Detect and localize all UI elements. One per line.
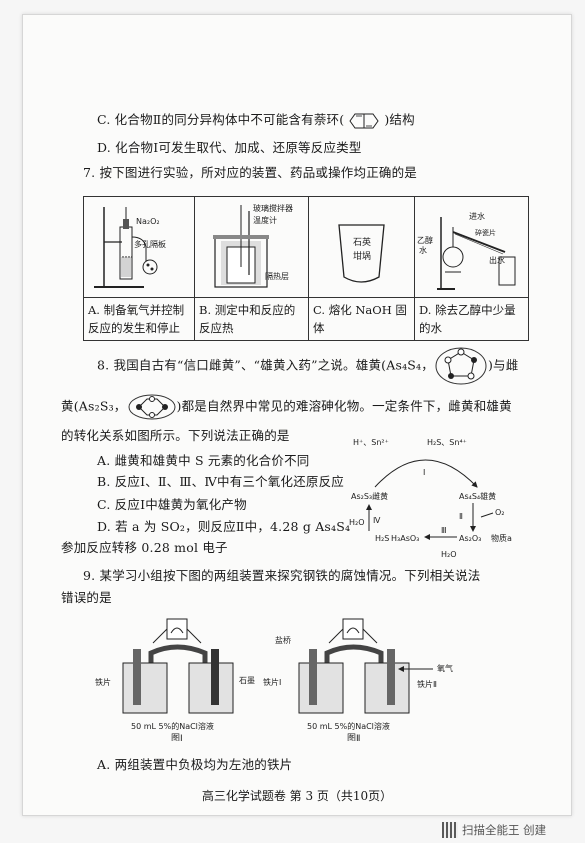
diag-reaction-1: Ⅰ: [423, 468, 425, 477]
apparatus-a-figure: Na₂O₂ 多孔隔板: [84, 197, 194, 297]
fig2-oxygen-label: 氧气: [437, 663, 453, 673]
naphthalene-icon: [349, 113, 379, 128]
fig1-caption: 图Ⅰ: [171, 733, 183, 741]
label-porcelain-chips: 碎瓷片: [475, 228, 496, 237]
diag-h2s: H₂S: [375, 534, 389, 543]
fig1-solution-label: 50 mL 5%的NaCl溶液: [131, 721, 214, 731]
fig1-iron-label: 铁片: [95, 677, 111, 687]
conversion-diagram: H⁺、Sn²⁺ H₂S、Sn⁴⁺ Ⅰ As₂S₃雌黄 As₄S₄雄黄 O₂ Ⅱ …: [349, 438, 512, 559]
diag-reaction-3: Ⅲ: [441, 526, 447, 535]
q9-option-a: A. 两组装置中负极均为左池的铁片: [97, 757, 293, 772]
fig2-iron1-label: 铁片Ⅰ: [263, 677, 281, 687]
q7-option-d: D. 除去乙醇中少量的水: [414, 297, 529, 341]
fig1-graphite-label: 石墨: [239, 676, 255, 685]
diag-realgar: As₄S₄雄黄: [459, 491, 496, 501]
label-quartz: 石英: [353, 236, 371, 248]
diag-reaction-2: Ⅱ: [459, 512, 463, 521]
fig2-iron2-label: 铁片Ⅱ: [417, 679, 437, 689]
diag-h2o-bottom: H₂O: [441, 550, 457, 559]
diag-h2s-sn4: H₂S、Sn⁴⁺: [427, 438, 467, 447]
q9-figures: 铁片 石墨 50 mL 5%的NaCl溶液 图Ⅰ 盐桥 铁片Ⅰ 氧气 铁片Ⅱ 5…: [95, 618, 453, 741]
q6-option-d: D. 化合物Ⅰ可发生取代、加成、还原等反应类型: [97, 140, 362, 155]
realgar-structure-icon: [435, 347, 487, 385]
q6-option-c: C. 化合物Ⅱ的同分异构体中不可能含有萘环()结构: [97, 111, 415, 130]
fig2-caption: 图Ⅱ: [347, 733, 360, 741]
q7-apparatus-table: Na₂O₂ 多孔隔板 玻璃搅拌器 温度计 隔热层: [83, 196, 529, 341]
q8-line3: 的转化关系如图所示。下列说法正确的是: [61, 428, 290, 443]
label-water-in: 进水: [469, 211, 485, 221]
q8-last-line: 参加反应转移 0.28 mol 电子: [61, 540, 228, 555]
fig2-solution-label: 50 mL 5%的NaCl溶液: [307, 721, 390, 731]
figure-1: 铁片 石墨 50 mL 5%的NaCl溶液 图Ⅰ: [95, 618, 255, 741]
diag-o2: O₂: [495, 508, 505, 517]
q7-option-c: C. 熔化 NaOH 固体: [308, 297, 415, 341]
label-insulation: 隔热层: [265, 271, 289, 281]
label-water-out: 出水: [489, 255, 505, 265]
q9-stem-line1: 9. 某学习小组按下图的两组装置来探究钢铁的腐蚀情况。下列相关说法: [83, 568, 481, 583]
diag-h3aso3: H₃AsO₃: [391, 534, 419, 543]
q8-line1: 8. 我国自古有“信口雌黄”、“雄黄入药”之说。雄黄(As₄S₄，)与雌: [97, 346, 518, 386]
scanner-watermark: 扫描全能王 创建: [462, 823, 547, 837]
diag-orpiment: As₂S₃雌黄: [351, 491, 388, 501]
page-footer: 高三化学试题卷 第 3 页（共10页）: [201, 789, 393, 803]
diag-substance-a: 物质a: [491, 533, 512, 543]
salt-bridge-label: 盐桥: [275, 635, 291, 645]
apparatus-d-figure: 乙醇 水 进水 碎瓷片 出水: [415, 197, 528, 297]
q8-option-a: A. 雌黄和雄黄中 S 元素的化合价不同: [97, 453, 310, 468]
q7-option-b: B. 测定中和反应的反应热: [194, 297, 309, 341]
diag-reaction-4: Ⅳ: [373, 516, 381, 525]
diag-h-sn2: H⁺、Sn²⁺: [353, 438, 389, 447]
qr-code-icon: [442, 822, 458, 838]
label-porous-plate: 多孔隔板: [134, 239, 166, 249]
q8-option-b: B. 反应Ⅰ、Ⅱ、Ⅲ、Ⅳ中有三个氧化还原反应: [97, 474, 345, 489]
diag-h2o-left: H₂O: [349, 518, 365, 527]
label-thermometer: 温度计: [253, 215, 277, 225]
figure-2: 铁片Ⅰ 氧气 铁片Ⅱ 50 mL 5%的NaCl溶液 图Ⅱ: [263, 618, 453, 741]
q7-stem: 7. 按下图进行实验，所对应的装置、药品或操作均正确的是: [83, 165, 418, 180]
label-glass-stirrer: 玻璃搅拌器: [253, 203, 293, 213]
label-na2o2: Na₂O₂: [136, 217, 160, 226]
label-water: 水: [419, 245, 427, 255]
exam-page: C. 化合物Ⅱ的同分异构体中不可能含有萘环()结构 D. 化合物Ⅰ可发生取代、加…: [22, 14, 572, 816]
label-crucible: 坩埚: [353, 250, 371, 262]
apparatus-c-figure: 石英 坩埚: [309, 197, 414, 297]
diag-as2o3: As₂O₃: [459, 534, 481, 543]
apparatus-b-figure: 玻璃搅拌器 温度计 隔热层: [195, 197, 308, 297]
q8-option-c: C. 反应Ⅰ中雄黄为氧化产物: [97, 497, 247, 512]
q9-stem-line2: 错误的是: [61, 590, 112, 605]
label-ethanol: 乙醇: [417, 235, 433, 245]
orpiment-structure-icon: [128, 394, 176, 420]
q8-line2: 黄(As₂S₃，)都是自然界中常见的难溶砷化物。一定条件下，雌黄和雄黄: [61, 393, 512, 421]
q8-option-d: D. 若 a 为 SO₂，则反应Ⅱ中，4.28 g As₄S₄: [97, 519, 351, 534]
q7-option-a: A. 制备氧气并控制反应的发生和停止: [83, 297, 195, 341]
